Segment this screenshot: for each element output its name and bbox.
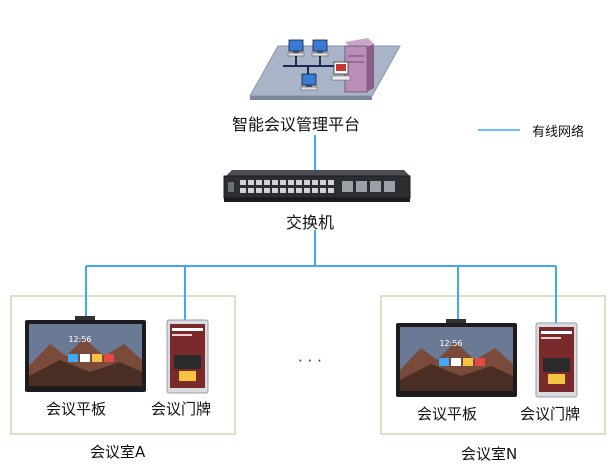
platform-label: 智能会议管理平台 xyxy=(232,115,361,134)
switch-port xyxy=(240,188,246,193)
switch-uplink-port xyxy=(356,181,367,192)
switch-icon xyxy=(223,170,411,202)
switch-port xyxy=(328,180,334,185)
switch-uplink-port xyxy=(384,181,395,192)
room-a-name: 会议室A xyxy=(90,443,146,461)
switch-port xyxy=(304,180,310,185)
switch-ports xyxy=(240,180,395,193)
switch-uplink-port xyxy=(342,181,353,192)
switch-port xyxy=(248,188,254,193)
room-a-panel-icon: 12:56 xyxy=(25,316,146,392)
room-a-doorplate-icon xyxy=(166,319,209,394)
switch-port xyxy=(312,180,318,185)
room-a-screen-time: 12:56 xyxy=(68,335,91,344)
workstation-3-icon xyxy=(300,73,318,91)
legend-label: 有线网络 xyxy=(532,125,585,140)
switch-port xyxy=(320,180,326,185)
switch-label: 交换机 xyxy=(286,213,335,232)
room-n-doorplate-label: 会议门牌 xyxy=(520,405,581,423)
wired-network-lines xyxy=(85,135,557,323)
switch-port xyxy=(280,188,286,193)
switch-port xyxy=(272,180,278,185)
switch-port xyxy=(256,180,262,185)
ellipsis: · · · xyxy=(298,352,322,370)
switch-port xyxy=(264,188,270,193)
workstation-1-icon xyxy=(287,39,305,57)
room-a-doorplate-label: 会议门牌 xyxy=(151,400,212,418)
switch-port xyxy=(240,180,246,185)
switch-port xyxy=(272,188,278,193)
switch-port xyxy=(296,180,302,185)
server-icon xyxy=(331,38,374,93)
switch-port xyxy=(320,188,326,193)
room-n-panel-label: 会议平板 xyxy=(417,405,478,423)
switch-port xyxy=(296,188,302,193)
switch-port xyxy=(248,180,254,185)
switch-uplink-port xyxy=(370,181,381,192)
room-n-doorplate-icon xyxy=(535,322,578,398)
switch-port xyxy=(304,188,310,193)
switch-port xyxy=(288,188,294,193)
room-a-panel-label: 会议平板 xyxy=(46,400,107,418)
platform-icon xyxy=(249,38,401,100)
switch-port xyxy=(288,180,294,185)
switch-port xyxy=(280,180,286,185)
switch-port xyxy=(256,188,262,193)
workstation-2-icon xyxy=(311,39,329,57)
switch-port xyxy=(328,188,334,193)
switch-port xyxy=(264,180,270,185)
room-n-name: 会议室N xyxy=(461,445,518,463)
room-n-panel-icon: 12:56 xyxy=(396,319,517,397)
switch-port xyxy=(312,188,318,193)
room-n-screen-time: 12:56 xyxy=(439,339,462,348)
